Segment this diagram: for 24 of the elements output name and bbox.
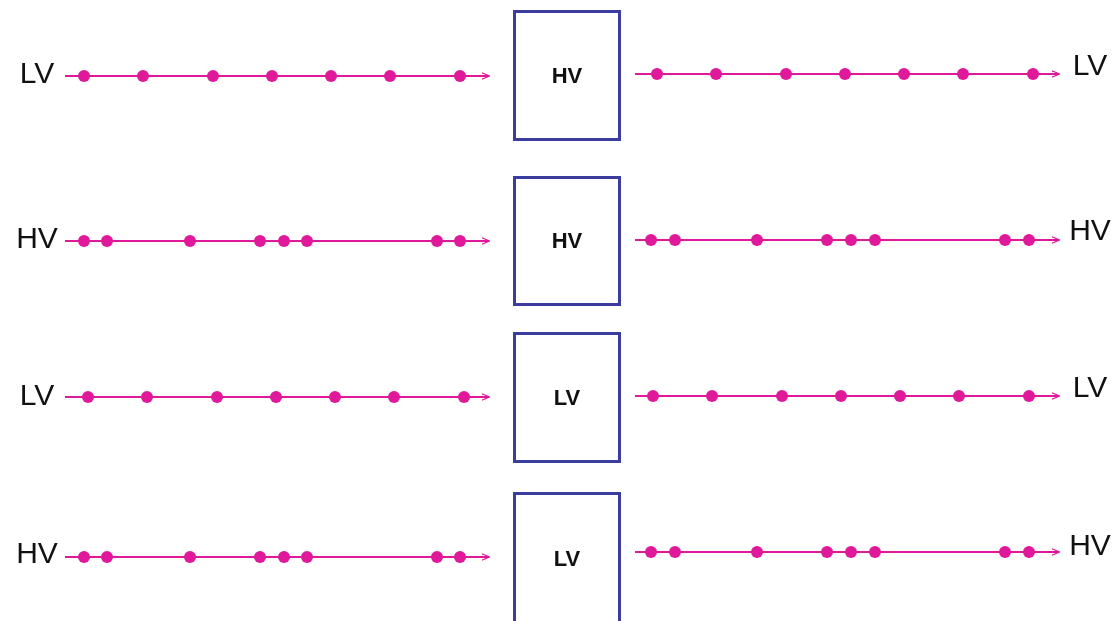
arrow (634, 392, 1061, 400)
arrow (64, 393, 491, 401)
block-label: HV (551, 62, 583, 89)
arrow (64, 553, 491, 561)
block-box (513, 10, 621, 141)
voltage-label: HV (10, 218, 64, 258)
voltage-label: HV (1062, 525, 1118, 565)
arrow (64, 237, 491, 245)
voltage-label: LV (1062, 45, 1118, 85)
block-box (513, 332, 621, 463)
block-label: LV (553, 384, 581, 411)
voltage-label: HV (10, 533, 64, 573)
voltage-label: LV (1062, 367, 1118, 407)
voltage-label: LV (10, 53, 64, 93)
voltage-label: HV (1062, 210, 1118, 250)
arrow (634, 70, 1061, 78)
block-box (513, 176, 621, 306)
voltage-label: LV (10, 375, 64, 415)
block-box (513, 492, 621, 621)
block-label: LV (553, 546, 581, 572)
arrow (64, 72, 491, 80)
block-label: HV (551, 228, 583, 254)
arrow (634, 548, 1061, 556)
arrow (634, 236, 1061, 244)
